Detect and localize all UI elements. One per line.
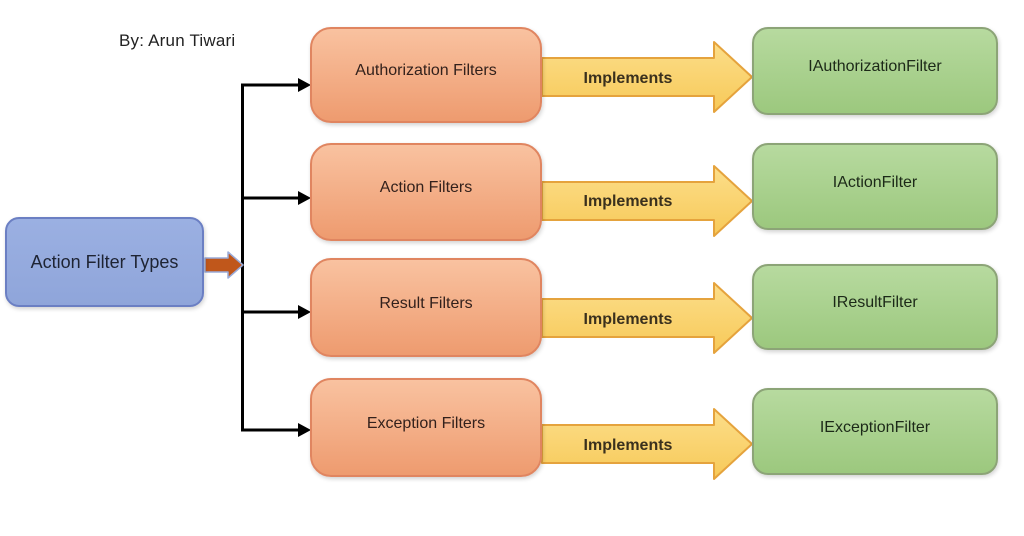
interface-node-label: IAuthorizationFilter <box>808 58 942 75</box>
interface-node-iexceptionfilter: IExceptionFilter <box>752 388 998 475</box>
interface-node-iauthorizationfilter: IAuthorizationFilter <box>752 27 998 115</box>
implements-arrow-3 <box>541 282 753 354</box>
implements-label-2: Implements <box>583 193 673 210</box>
filter-node-label: Authorization Filters <box>355 62 497 79</box>
interface-node-label: IExceptionFilter <box>819 418 931 436</box>
filter-node-action: Action Filters <box>310 143 542 241</box>
implements-arrow-2 <box>541 165 753 237</box>
implements-arrow-4 <box>541 408 753 480</box>
interface-node-label: IActionFilter <box>832 173 918 191</box>
filter-node-label: Exception Filters <box>366 414 486 432</box>
filter-node-result: Result Filters <box>310 258 542 357</box>
filter-node-exception: Exception Filters <box>310 378 542 477</box>
branch-arrowhead-2 <box>298 191 311 205</box>
root-connector-arrow <box>204 251 244 279</box>
implements-label-4: Implements <box>583 437 673 454</box>
branch-arrowhead-4 <box>298 423 311 437</box>
root-node-label: Action Filter Types <box>30 251 179 272</box>
implements-label-1: Implements <box>583 70 673 87</box>
filter-node-label: Action Filters <box>379 179 473 196</box>
interface-node-iresultfilter: IResultFilter <box>752 264 998 350</box>
author-byline: By: Arun Tiwari <box>119 31 236 50</box>
branch-arrowhead-3 <box>298 305 311 319</box>
interface-node-label: IResultFilter <box>832 294 918 311</box>
branch-arrowhead-1 <box>298 78 311 92</box>
branch-tree-lines <box>241 83 299 432</box>
implements-label-3: Implements <box>583 311 673 328</box>
filter-node-authorization: Authorization Filters <box>310 27 542 123</box>
implements-arrow-1 <box>541 41 753 113</box>
root-node-action-filter-types: Action Filter Types <box>5 217 204 307</box>
interface-node-iactionfilter: IActionFilter <box>752 143 998 230</box>
filter-node-label: Result Filters <box>379 294 473 312</box>
